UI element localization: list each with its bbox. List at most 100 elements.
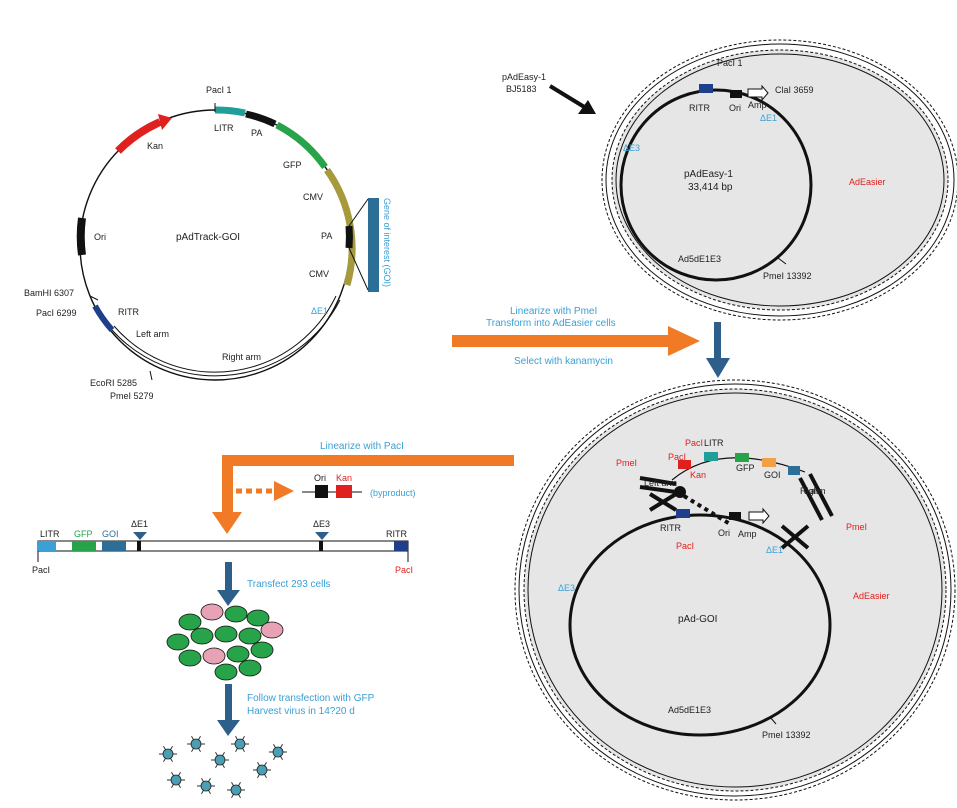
plasmid-name: pAdEasy-1 [684,169,733,180]
cell-outer-dashed [514,379,956,801]
virus-particle [197,777,215,795]
paci-6299-label: PacI 6299 [36,308,77,318]
blue-arrowhead [706,358,730,378]
byproduct-kan-label: Kan [336,473,352,483]
byproduct-ori-box [315,485,328,498]
kan-label: Kan [690,470,706,480]
cell [190,627,214,645]
pmei-left-label: PmeI [616,458,637,468]
cell-membrane [615,53,945,307]
blue-arrowhead [217,590,240,606]
virus-particle [269,743,287,761]
virus-particle [159,745,177,763]
right-arm-label: Right arm [222,352,261,362]
step1-line3: Select with kanamycin [514,356,613,367]
gfp-block [72,541,96,551]
crossover-right-b [780,524,810,550]
paci-top-label: PacI [685,438,703,448]
crossover-left-b [648,492,678,512]
ecori-tick [149,370,153,381]
cell-outer-ring [518,383,952,797]
cell [226,645,250,663]
ritr-box [699,84,713,93]
step3-label: Transfect 293 cells [247,579,331,590]
step2-arrow: Linearize with PacI Ori Kan (byproduct) [212,441,514,534]
ritr-label: RITR [118,307,139,317]
cell [238,659,262,677]
litr-block [38,541,56,551]
gfp-segment [275,121,328,170]
ori-segment [76,217,86,256]
gfp-label: GFP [736,463,755,473]
cmv-top-label: CMV [303,192,323,202]
pa-top-label: PA [251,128,262,138]
orange-down-arrowhead [212,512,242,534]
pa-mid-label: PA [321,231,332,241]
left-arm-label: Left arm [136,329,169,339]
ori-label: Ori [94,232,106,242]
padeasy-pointer: pAdEasy-1 BJ5183 [502,72,596,114]
ritr-box [676,509,690,518]
left-litr-box [678,460,691,469]
delta-e3-label: ΔE3 [558,583,575,593]
goi-connector-bottom [348,247,369,291]
delta-e3-label: ΔE3 [623,143,640,153]
orange-arrowhead [668,326,700,356]
left-arm-strand [639,476,677,486]
goi-block [102,541,126,551]
goi-label: GOI [102,529,119,539]
plasmid-name: pAdTrack-GOI [176,232,240,243]
litr-label: LITR [704,438,724,448]
paci-left-label: PacI [32,565,50,575]
cell [178,613,202,631]
litr-label: LITR [214,123,234,133]
cell [246,609,270,627]
cell-transition-arrow [706,322,730,378]
step1-line1: Linearize with PmeI [510,306,597,317]
goi-box-2 [788,466,800,475]
blue-arrowhead [217,720,240,736]
ritr-label: RITR [386,529,407,539]
plasmid-size: 33,414 bp [688,182,733,193]
litr-box [704,452,718,461]
virus-particle [231,735,249,753]
pmei-label: PmeI 5279 [110,391,154,401]
step2-label: Linearize with PacI [320,441,404,452]
step4-line1: Follow transfection with GFP [247,693,375,704]
delta-e1-label: ΔE1 [760,113,777,123]
cell [238,627,262,645]
pmei-label: PmeI 13392 [763,271,812,281]
dotted-crossover [682,494,732,526]
litr-segment [214,106,246,117]
bamhi-label: BamHI 6307 [24,288,74,298]
gfp-label: GFP [74,529,93,539]
cell [214,625,238,643]
step1-arrow: Linearize with PmeI Transform into AdEas… [452,306,700,367]
adeasier-cell-bottom: PacI LITR PmeI PacI Kan GFP GOI Left arm… [514,379,956,801]
orange-vertical [222,455,233,515]
plasmid-name: pAd-GOI [678,614,717,625]
left-arm-label: Left arm [644,478,677,488]
blue-arrow-shaft [714,322,721,362]
kan-label: Kan [147,141,163,151]
gfp-box [735,453,749,462]
cell [214,663,238,681]
kan-segment [115,118,162,154]
virus-particle [187,735,205,753]
e3-marker [315,532,329,540]
amp-label: Amp [738,529,757,539]
step1-line2: Transform into AdEasier cells [486,318,616,329]
pa-top-segment [245,110,277,128]
adeasier-cell-top: PacI 1 RITR Ori Amp ClaI 3659 ΔE1 ΔE3 pA… [601,39,957,321]
paci-top-label: PacI 1 [206,85,232,95]
byproduct-label: (byproduct) [370,488,416,498]
arm-outer-line [111,299,341,377]
padeasy-label-line1: pAdEasy-1 [502,72,546,82]
blue-arrow-shaft [225,562,232,592]
e3-block [319,541,323,551]
goi-box [368,198,379,292]
pad-goi-plasmid [568,513,832,737]
delta-e1-label: ΔE1 [766,545,783,555]
virus-particle [253,761,271,779]
virus-particle [227,781,245,799]
